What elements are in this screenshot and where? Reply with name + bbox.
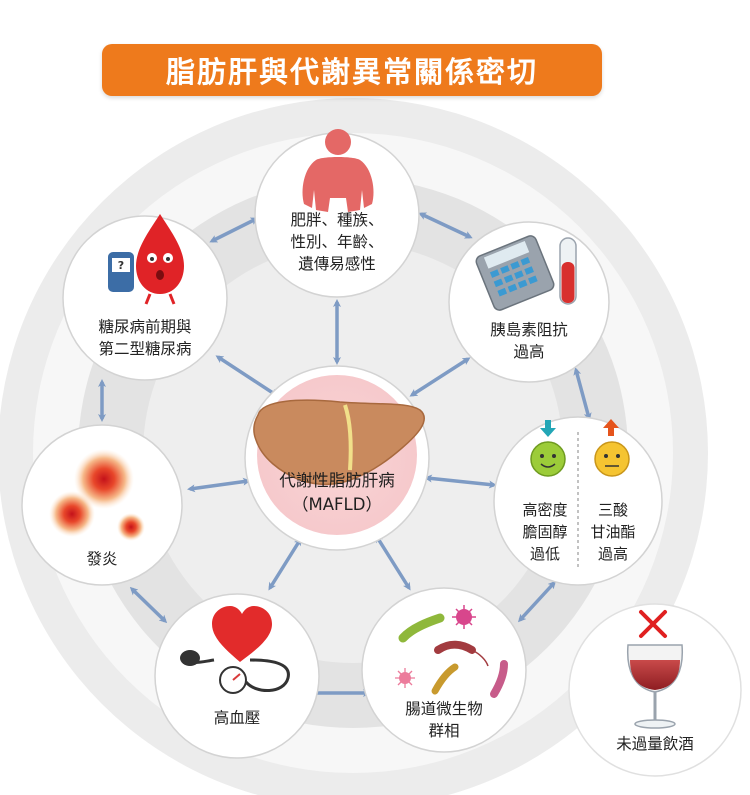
label-obesity: 肥胖、種族、 性別、年齡、 遺傳易感性 bbox=[290, 211, 384, 273]
test-tube-icon bbox=[559, 237, 577, 305]
arrow-center-bp bbox=[268, 537, 302, 591]
inflammation-icon bbox=[49, 449, 145, 541]
blood-pressure-icon bbox=[180, 606, 290, 694]
cross-icon bbox=[639, 610, 667, 638]
arrow-insulin-center bbox=[409, 357, 471, 397]
question-mark: ? bbox=[118, 259, 124, 272]
arrow-lipid-gut bbox=[517, 580, 557, 623]
label-tg: 三酸 甘油酯 過高 bbox=[590, 501, 636, 563]
blood-drop-icon bbox=[136, 214, 184, 305]
label-gut: 腸道微生物 群相 bbox=[405, 700, 483, 740]
arrow-center-lipid bbox=[424, 474, 497, 489]
arrow-diabetes-obesity bbox=[209, 217, 259, 243]
wine-glass-icon bbox=[626, 644, 684, 729]
label-insulin: 胰島素阻抗 過高 bbox=[490, 321, 568, 361]
node-diabetes bbox=[62, 215, 228, 381]
arrow-obesity-insulin bbox=[418, 212, 473, 239]
center-label-line1: 代謝性脂肪肝病 bbox=[279, 471, 395, 490]
body-figure-icon bbox=[302, 129, 374, 212]
label-inflammation: 發炎 bbox=[86, 550, 118, 568]
page-title: 脂肪肝與代謝異常關係密切 bbox=[102, 44, 602, 96]
node-gut bbox=[361, 587, 527, 753]
label-diabetes: 糖尿病前期與 第二型糖尿病 bbox=[98, 318, 192, 358]
label-alcohol: 未過量飲酒 bbox=[616, 735, 694, 753]
label-bp: 高血壓 bbox=[213, 709, 261, 727]
arrow-inflam-bp bbox=[129, 586, 168, 624]
arrow-insulin-lipid bbox=[573, 367, 592, 421]
center-label-line2: （MAFLD） bbox=[292, 495, 382, 514]
arrows bbox=[98, 212, 592, 697]
arrow-diabetes-center bbox=[215, 355, 279, 397]
lipid-icons bbox=[530, 419, 630, 568]
liver-icon bbox=[253, 399, 425, 486]
glucose-meter-icon: ? bbox=[108, 252, 134, 292]
microbe-icons bbox=[395, 605, 508, 698]
arrow-inflam-center bbox=[187, 477, 251, 493]
label-hdl: 高密度 膽固醇 過低 bbox=[522, 501, 568, 563]
calculator-icon bbox=[475, 235, 555, 311]
arrow-center-gut bbox=[375, 534, 411, 591]
